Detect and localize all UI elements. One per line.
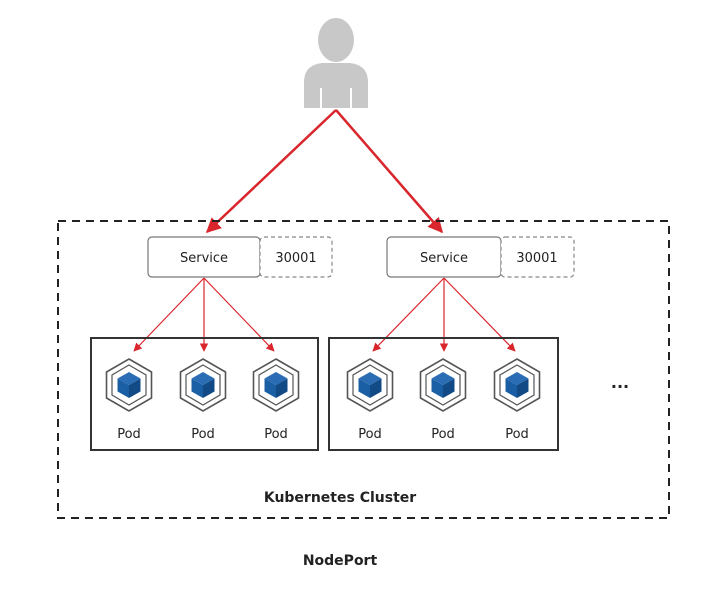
service-label-2: Service: [420, 251, 468, 266]
pod-label-1-1: Pod: [117, 427, 141, 442]
pod-label-2-3: Pod: [505, 427, 529, 442]
pod-2-3-icon: [493, 358, 541, 412]
pod-label-1-2: Pod: [191, 427, 215, 442]
pod-label-2-2: Pod: [431, 427, 455, 442]
port-box-1: 30001: [259, 236, 333, 278]
pod-label-1-3: Pod: [264, 427, 288, 442]
service-2-to-pod-1-arrow: [372, 277, 445, 352]
more-nodes-ellipsis: ...: [611, 373, 629, 392]
diagram-caption: NodePort: [303, 553, 378, 569]
port-label-2: 30001: [516, 251, 557, 266]
service-1-to-pod-3-arrow: [203, 277, 275, 352]
node-box-2: [328, 337, 559, 451]
pod-1-1-icon: [105, 358, 153, 412]
pod-2-1-icon: [346, 358, 394, 412]
user-to-service-2-arrow: [335, 109, 443, 234]
cluster-label: Kubernetes Cluster: [264, 490, 416, 506]
pod-1-3-icon: [252, 358, 300, 412]
node-box-1: [90, 337, 319, 451]
pod-1-2-icon: [179, 358, 227, 412]
service-box-2: Service: [386, 236, 502, 278]
service-1-to-pod-1-arrow: [133, 277, 205, 352]
kubernetes-cluster-boundary: [57, 220, 670, 519]
pod-label-2-1: Pod: [358, 427, 382, 442]
user-to-service-1-arrow: [205, 109, 337, 234]
service-box-1: Service: [147, 236, 261, 278]
service-2-to-pod-3-arrow: [443, 277, 516, 352]
port-label-1: 30001: [275, 251, 316, 266]
service-label-1: Service: [180, 251, 228, 266]
pod-2-2-icon: [419, 358, 467, 412]
port-box-2: 30001: [500, 236, 575, 278]
user-icon: [304, 18, 368, 108]
